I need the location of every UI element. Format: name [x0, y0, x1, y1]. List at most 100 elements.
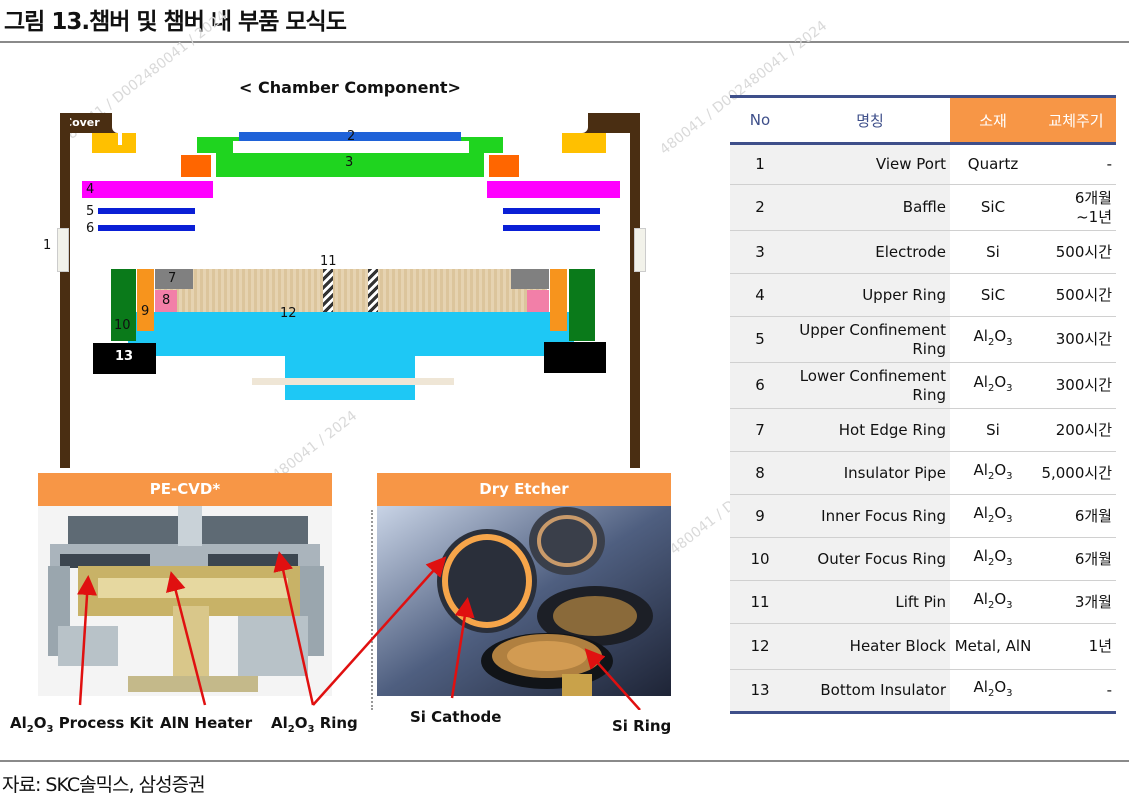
cell-no: 11: [730, 580, 790, 624]
cell-cycle: 6개월~1년: [1036, 184, 1116, 231]
hot-edge-ring-right: [511, 269, 549, 289]
part-number-11: 11: [320, 254, 337, 269]
cell-name: View Port: [790, 143, 950, 185]
baffle-orange-right: [489, 155, 519, 177]
cell-cycle: -: [1036, 669, 1116, 714]
cell-name: Outer Focus Ring: [790, 537, 950, 581]
header-cycle: 교체주기: [1036, 95, 1116, 145]
part-number-10: 10: [114, 318, 131, 333]
cell-name: Electrode: [790, 230, 950, 274]
view-port-right: [634, 228, 646, 272]
cell-cycle: 6개월: [1036, 494, 1116, 538]
cell-cycle: 1년: [1036, 623, 1116, 670]
part-number-5: 5: [86, 204, 95, 219]
cell-cycle: -: [1036, 143, 1116, 185]
insulator-pipe-right: [527, 290, 549, 312]
hot-edge-ring-left: [155, 269, 193, 289]
cell-name: Upper Confinement Ring: [790, 316, 950, 363]
upper-confinement-ring-left: [98, 208, 195, 214]
callout-arrows: [77, 551, 641, 710]
cell-name: Lift Pin: [790, 580, 950, 624]
cell-material: Si: [950, 230, 1036, 274]
photo-separator: [371, 510, 373, 710]
cell-cycle: 500시간: [1036, 273, 1116, 317]
cell-name: Bottom Insulator: [790, 669, 950, 714]
part-number-4: 4: [86, 182, 95, 197]
cell-material: Si: [950, 408, 1036, 452]
lift-pin-left: [323, 269, 333, 313]
cell-material: Al2O3: [950, 316, 1036, 363]
cell-no: 9: [730, 494, 790, 538]
dry-etcher-photo: [377, 506, 671, 696]
cover-label: Cover: [64, 116, 100, 129]
cell-cycle: 300시간: [1036, 362, 1116, 409]
cell-no: 5: [730, 316, 790, 363]
caption-aln-heater: AlN Heater: [160, 714, 253, 732]
cell-name: Lower Confinement Ring: [790, 362, 950, 409]
caption-al2o3-ring: Al2O3 Ring: [271, 714, 358, 735]
upper-ring-left: [82, 181, 213, 198]
cell-material: Metal, AlN: [950, 623, 1036, 670]
table-header-row: No 명칭 소재 교체주기: [730, 95, 1116, 145]
dry-etcher-band: Dry Etcher: [377, 473, 671, 506]
part-number-2: 2: [347, 129, 356, 144]
chamber-diagram: Cover 1 2 3 4 5 6 7 8: [0, 0, 700, 470]
caption-si-cathode: Si Cathode: [410, 708, 502, 726]
cell-material: Quartz: [950, 143, 1036, 185]
cell-material: Al2O3: [950, 494, 1036, 538]
cell-name: Hot Edge Ring: [790, 408, 950, 452]
chamber-wall-left: [60, 113, 70, 468]
cell-material: Al2O3: [950, 362, 1036, 409]
top-divider: [0, 41, 1129, 43]
cell-name: Insulator Pipe: [790, 451, 950, 495]
part-number-8: 8: [162, 293, 171, 308]
electrode: [216, 153, 484, 177]
part-number-3: 3: [345, 155, 354, 170]
page-title: 그림 13.챔버 및 챔버 내 부품 모식도: [4, 9, 347, 35]
cell-cycle: 6개월: [1036, 537, 1116, 581]
cell-cycle: 200시간: [1036, 408, 1116, 452]
cell-name: Baffle: [790, 184, 950, 231]
bottom-insulator-left: [93, 343, 156, 374]
cell-material: Al2O3: [950, 669, 1036, 714]
baffle-right: [562, 133, 606, 153]
inner-focus-ring-left: [137, 269, 154, 331]
outer-focus-ring-right: [569, 269, 595, 341]
cell-name: Inner Focus Ring: [790, 494, 950, 538]
cell-no: 1: [730, 143, 790, 185]
cell-no: 12: [730, 623, 790, 670]
cell-no: 2: [730, 184, 790, 231]
lower-confinement-ring-left: [98, 225, 195, 231]
pe-cvd-band: PE-CVD*: [38, 473, 332, 506]
view-port-left: [57, 228, 69, 272]
cell-no: 10: [730, 537, 790, 581]
upper-confinement-ring-right: [503, 208, 600, 214]
upper-ring-right: [487, 181, 620, 198]
part-number-9: 9: [141, 304, 150, 319]
baffle-left: [92, 133, 136, 153]
part-number-7: 7: [168, 271, 177, 286]
header-no: No: [730, 95, 790, 145]
part-number-6: 6: [86, 221, 95, 236]
cell-no: 7: [730, 408, 790, 452]
header-material: 소재: [950, 95, 1036, 145]
cell-cycle: 300시간: [1036, 316, 1116, 363]
cell-no: 13: [730, 669, 790, 714]
cell-material: SiC: [950, 273, 1036, 317]
cell-material: SiC: [950, 184, 1036, 231]
header-name: 명칭: [790, 95, 950, 145]
wafer-area: [155, 269, 547, 313]
pe-cvd-photo: [38, 506, 332, 696]
insulator-pipe-left: [155, 290, 177, 312]
cell-cycle: 500시간: [1036, 230, 1116, 274]
